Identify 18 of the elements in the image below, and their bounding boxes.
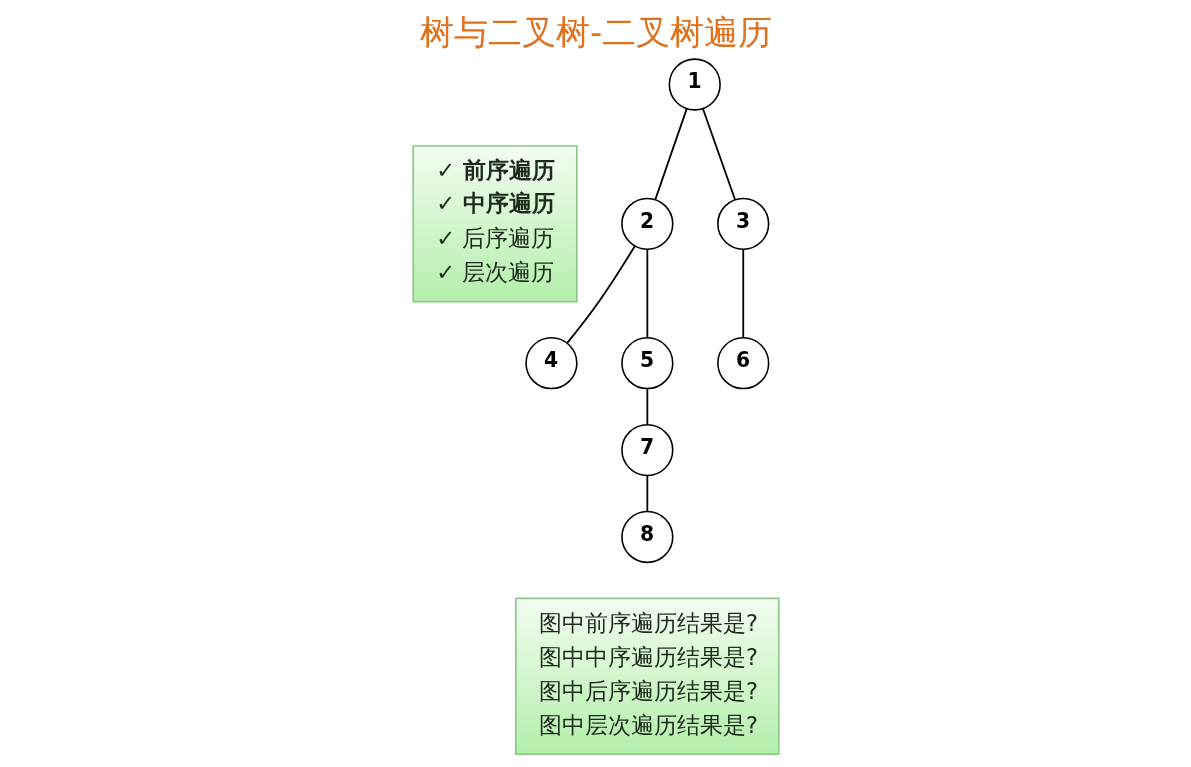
connector <box>645 248 648 339</box>
node-circle: 5 <box>620 337 673 390</box>
node-circle: 6 <box>716 337 769 390</box>
node-circle: 3 <box>716 197 769 250</box>
connector <box>565 245 636 344</box>
connector <box>645 387 648 426</box>
node-box: ✓ 前序遍历 ✓ 中序遍历 ✓ 后序遍历 ✓ 层次遍历 <box>411 145 578 303</box>
diagram-title: 树与二叉树-二叉树遍历 <box>419 13 772 53</box>
connector <box>701 107 736 201</box>
node-circle: 4 <box>524 337 578 390</box>
node-circle: 8 <box>620 510 673 564</box>
connector <box>654 107 688 201</box>
node-box: 图中前序遍历结果是? 图中中序遍历结果是? 图中后序遍历结果是? 图中层次遍历结果是? <box>514 597 780 755</box>
connector <box>741 248 744 339</box>
node-circle: 7 <box>620 423 673 477</box>
node-circle: 1 <box>668 58 721 111</box>
connector <box>645 474 648 513</box>
node-circle: 2 <box>620 197 673 250</box>
